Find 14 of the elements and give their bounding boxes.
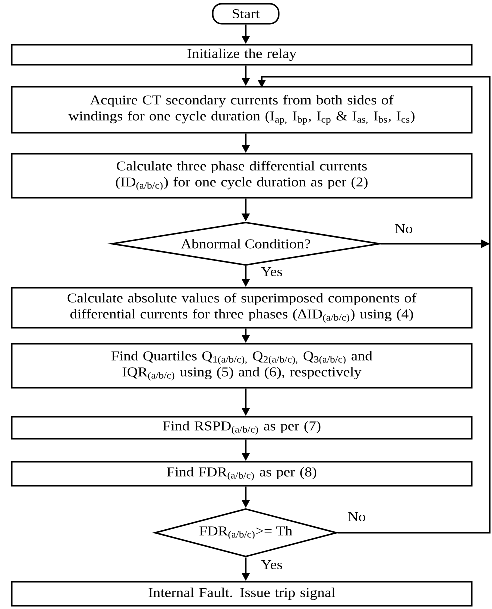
edge-label: Yes	[260, 560, 284, 570]
process-box: Acquire CT secondary currents from both sides of windings for one cycle duration (I$_{ap,}$ I$_{bp}$, I$_{cp}$ & I$_{as,}$ I$_{bs}$, I$_{cs}$)	[11, 86, 473, 134]
process-box: Find FDR$_{(a/b/c)}$ as per (8)	[11, 461, 473, 487]
process-box: Calculate absolute values of superimposed components of differential currents for three phases (ΔID$_{(a/b/c)}$) using (4)	[11, 287, 473, 329]
process-box: Internal Fault. Issue trip signal	[11, 581, 473, 607]
process-box: Find RSPD$_{(a/b/c)}$ as per (7)	[11, 416, 473, 440]
process-box: Initialize the relay	[11, 44, 473, 66]
edge-label: No	[394, 224, 414, 234]
arrow	[380, 240, 490, 248]
start-terminal: Start	[212, 3, 280, 25]
edge-label: No	[346, 512, 368, 522]
process-box: Calculate three phase differential currents (ID$_{(a/b/c)}$) for one cycle duration as per (2)	[11, 153, 473, 199]
edge-label: Yes	[260, 266, 284, 278]
process-box: Find Quartiles Q$_{1(a/b/c),}$ Q$_{2(a/b/c),}$ Q$_{3(a/b/c)}$ and IQR$_{(a/b/c)}$ using (5) and (6), respectively	[11, 343, 473, 389]
